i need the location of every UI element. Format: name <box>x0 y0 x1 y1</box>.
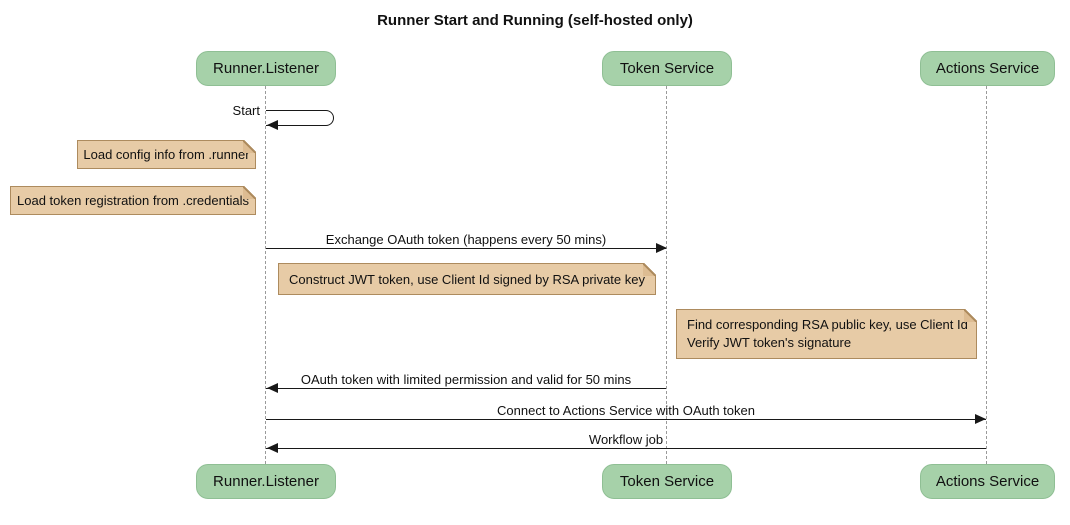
note-fold-icon <box>243 140 256 153</box>
message-line <box>266 448 986 449</box>
message-label: Workflow job <box>588 432 664 447</box>
note-text: Load token registration from .credential… <box>17 193 249 208</box>
note-text-line: Find corresponding RSA public key, use C… <box>687 317 968 332</box>
message-line <box>266 419 986 420</box>
message-label: OAuth token with limited permission and … <box>300 372 632 387</box>
note-verify-jwt: Find corresponding RSA public key, use C… <box>676 309 977 359</box>
participant-label: Runner.Listener <box>213 473 319 490</box>
note-load-token-registration: Load token registration from .credential… <box>10 186 256 215</box>
participant-label: Token Service <box>619 60 715 77</box>
note-text: Load config info from .runner <box>83 147 250 162</box>
note-text-line: Verify JWT token's signature <box>687 335 852 350</box>
participant-label: Actions Service <box>935 60 1040 77</box>
note-construct-jwt: Construct JWT token, use Client Id signe… <box>278 263 656 295</box>
note-fold-icon <box>964 309 977 322</box>
self-message-loop <box>266 110 334 126</box>
participant-actions-service-bottom: Actions Service <box>920 464 1055 499</box>
participant-token-service-bottom: Token Service <box>602 464 732 499</box>
participant-label: Actions Service <box>935 473 1040 490</box>
arrowhead-right-icon <box>656 243 667 253</box>
message-label: Start <box>232 103 260 118</box>
participant-runner-listener-top: Runner.Listener <box>196 51 336 86</box>
note-fold-icon <box>643 263 656 276</box>
diagram-title: Runner Start and Running (self-hosted on… <box>377 12 693 29</box>
arrowhead-right-icon <box>975 414 986 424</box>
message-label: Connect to Actions Service with OAuth to… <box>497 403 755 418</box>
lifeline-actions-service <box>986 86 987 464</box>
arrowhead-left-icon <box>267 443 278 453</box>
message-label: Exchange OAuth token (happens every 50 m… <box>325 232 607 247</box>
message-line <box>266 248 666 249</box>
participant-actions-service-top: Actions Service <box>920 51 1055 86</box>
message-line <box>266 388 666 389</box>
note-load-config: Load config info from .runner <box>77 140 256 169</box>
participant-runner-listener-bottom: Runner.Listener <box>196 464 336 499</box>
participant-label: Token Service <box>619 473 715 490</box>
lifeline-token-service <box>666 86 667 464</box>
participant-label: Runner.Listener <box>213 60 319 77</box>
note-text: Construct JWT token, use Client Id signe… <box>289 271 645 287</box>
participant-token-service-top: Token Service <box>602 51 732 86</box>
lifeline-runner-listener <box>265 86 266 464</box>
note-fold-icon <box>243 186 256 199</box>
arrowhead-left-icon <box>267 120 278 130</box>
arrowhead-left-icon <box>267 383 278 393</box>
